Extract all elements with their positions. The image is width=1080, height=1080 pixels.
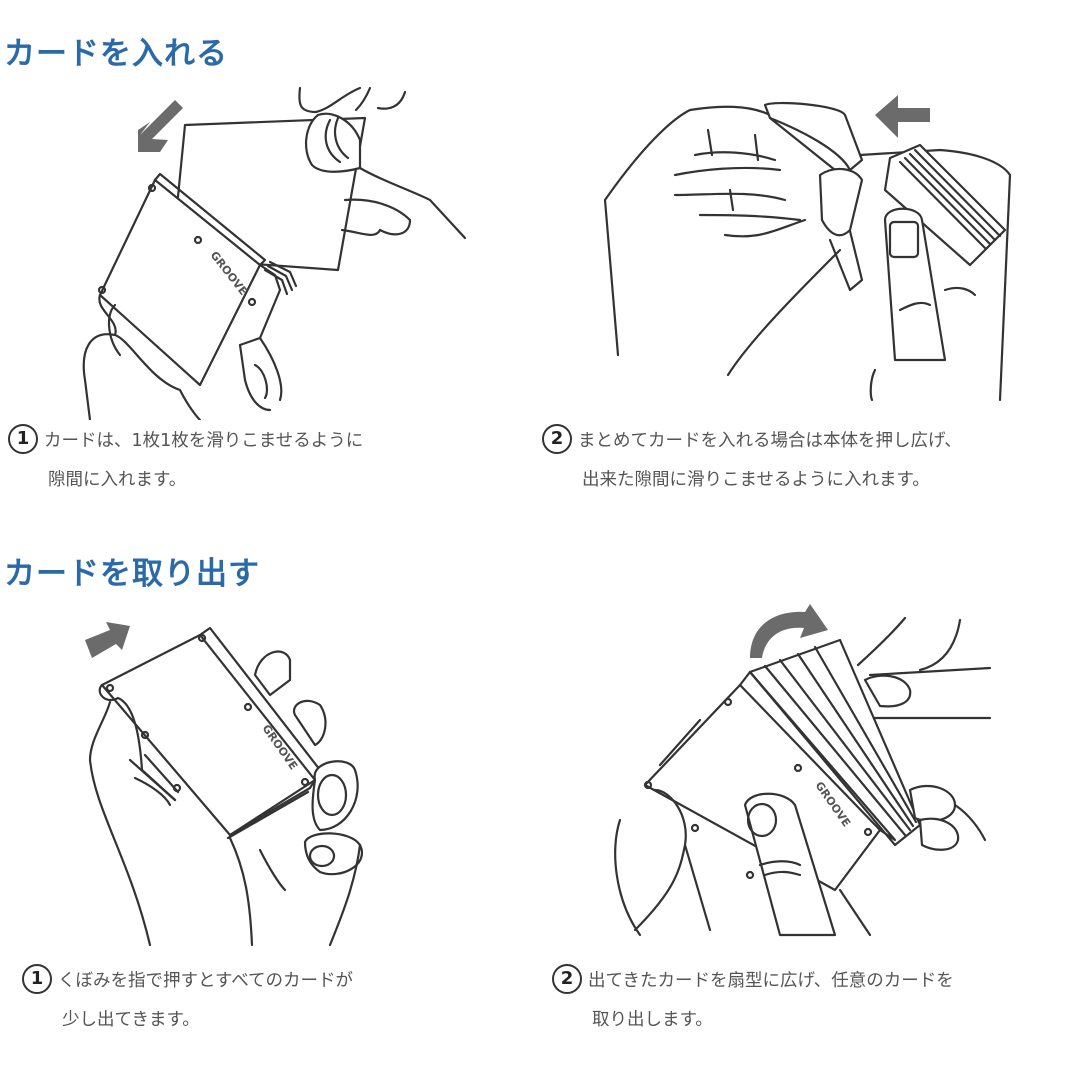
illustration-push-notch: GROOVE: [70, 610, 390, 950]
illustration-insert-stack-of-cards: [600, 80, 1020, 420]
step-number-badge: 1: [22, 964, 52, 994]
caption-line-2: 取り出します。: [592, 1010, 713, 1030]
curved-arrow-right-icon: [750, 604, 828, 658]
arrow-up-right-icon: [85, 622, 130, 658]
illustration-insert-single-card: GROOVE: [60, 80, 480, 420]
caption-line-1: カードは、1枚1枚を滑りこませるように: [44, 431, 364, 451]
caption-line-2: 出来た隙間に滑りこませるように入れます。: [582, 470, 930, 490]
arrow-left-icon: [875, 95, 930, 138]
illustration-fan-out-cards: GROOVE: [600, 590, 1020, 950]
step-number-badge: 1: [8, 424, 38, 454]
caption-line-2: 隙間に入れます。: [48, 470, 187, 490]
step-2-remove-caption: 2 出てきたカードを扇型に広げ、任意のカードを 取り出します。: [552, 962, 1080, 1040]
step-number-badge: 2: [542, 424, 572, 454]
section-title-insert-cards: カードを入れる: [4, 36, 228, 72]
caption-line-1: くぼみを指で押すとすべてのカードが: [58, 971, 354, 991]
step-1-remove-caption: 1 くぼみを指で押すとすべてのカードが 少し出てきます。: [22, 962, 522, 1040]
section-title-remove-cards: カードを取り出す: [4, 556, 260, 592]
step-number-badge: 2: [552, 964, 582, 994]
caption-line-2: 少し出てきます。: [62, 1010, 200, 1030]
step-1-insert-caption: 1 カードは、1枚1枚を滑りこませるように 隙間に入れます。: [8, 422, 528, 500]
step-2-insert-caption: 2 まとめてカードを入れる場合は本体を押し広げ、 出来た隙間に滑りこませるように入…: [542, 422, 1080, 500]
caption-line-1: まとめてカードを入れる場合は本体を押し広げ、: [578, 431, 962, 451]
arrow-down-left-icon: [138, 100, 183, 152]
caption-line-1: 出てきたカードを扇型に広げ、任意のカードを: [588, 971, 954, 991]
